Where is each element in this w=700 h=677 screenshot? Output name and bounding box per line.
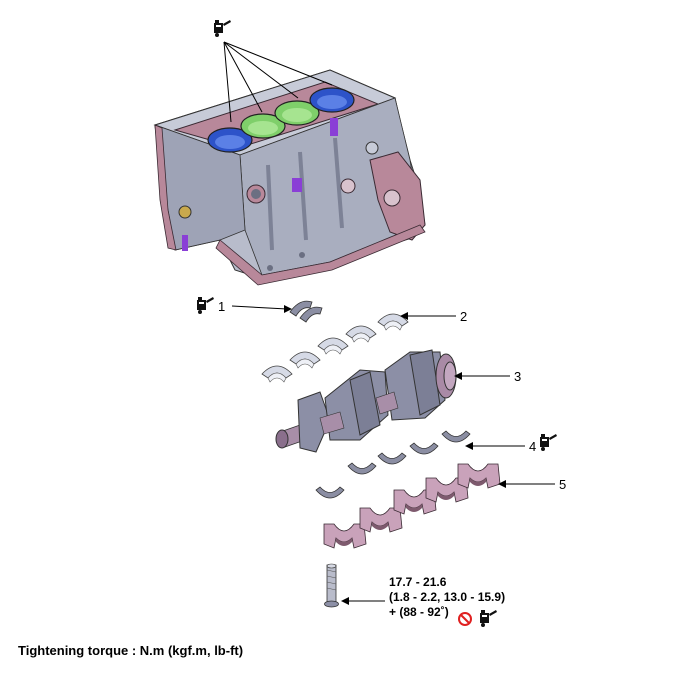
arrowhead-bolt [341, 597, 349, 605]
torque-spec-angle: + (88 - 92˚) [389, 605, 449, 619]
cylinder-block [153, 69, 426, 286]
no-reuse-icon [458, 612, 472, 626]
main-cap-bolt [324, 563, 339, 608]
arrowhead-2 [400, 312, 408, 320]
torque-spec-nm: 17.7 - 21.6 [389, 575, 447, 589]
callout-4: 4 [529, 439, 537, 454]
arrowhead-3 [454, 372, 462, 380]
oil-can-icon [214, 20, 231, 37]
leader-1 [231, 305, 288, 310]
callout-1: 1 [218, 299, 226, 314]
arrowhead-4 [465, 442, 473, 450]
callout-2: 2 [460, 309, 468, 324]
callout-5: 5 [559, 477, 567, 492]
cylinder-bore-4 [309, 87, 355, 113]
leader-lines-bores [223, 41, 333, 123]
oil-can-icon [197, 297, 214, 314]
callout-3: 3 [514, 369, 522, 384]
oil-can-icon [540, 434, 557, 451]
arrowhead-1 [284, 305, 292, 313]
tightening-torque-note: Tightening torque : N.m (kgf.m, lb-ft) [18, 643, 244, 658]
main-bearing-caps [323, 463, 501, 549]
arrowhead-5 [498, 480, 506, 488]
torque-spec-kgf-lbft: (1.8 - 2.2, 13.0 - 15.9) [389, 590, 506, 604]
cylinder-bore-3 [274, 100, 320, 126]
torque-spec: 17.7 - 21.6 (1.8 - 2.2, 13.0 - 15.9) + (… [389, 575, 505, 620]
cylinder-bore-2 [240, 113, 286, 139]
thrust-bearing [289, 300, 323, 323]
cylinder-bore-1 [207, 127, 253, 153]
crankshaft [275, 349, 457, 453]
